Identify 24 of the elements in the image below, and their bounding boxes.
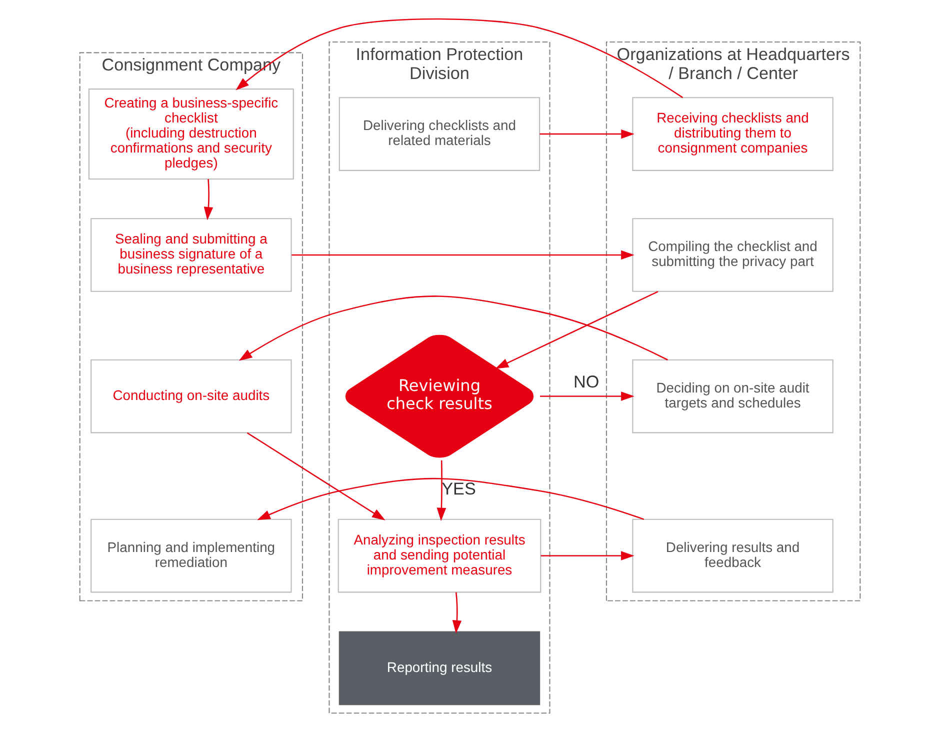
node-box: Deciding on on-site audit targets and schedules xyxy=(632,359,833,434)
node-box: Delivering results and feedback xyxy=(632,518,833,593)
node-box: Creating a business-specific checklist (including destruction confirmations and security pledges) xyxy=(88,88,294,180)
node-box: Conducting on-site audits xyxy=(90,359,292,434)
arrow xyxy=(494,290,658,369)
arrow xyxy=(291,250,634,260)
node-box: Compiling the checklist and submitting the privacy part xyxy=(632,218,833,292)
node-box: Reporting results xyxy=(338,631,540,706)
node-box: Planning and implementing remediation xyxy=(90,518,292,593)
node-box: Receiving checklists and distributing them to consignment companies xyxy=(632,97,833,171)
node-box: Analyzing inspection results and sending potential improvement measures xyxy=(337,518,541,593)
arrow xyxy=(436,460,446,522)
node-box: Delivering checklists and related materials xyxy=(338,97,540,171)
arrow xyxy=(238,296,668,361)
arrow xyxy=(540,551,634,560)
edge-label: NO xyxy=(572,372,599,392)
arrow xyxy=(540,392,634,401)
arrow xyxy=(203,178,213,220)
node-box: Sealing and submitting a business signature of a business representative xyxy=(90,218,292,292)
arrow xyxy=(452,592,462,634)
arrow xyxy=(256,478,644,520)
arrow xyxy=(235,18,683,98)
arrow xyxy=(246,432,385,520)
arrow xyxy=(539,129,634,139)
